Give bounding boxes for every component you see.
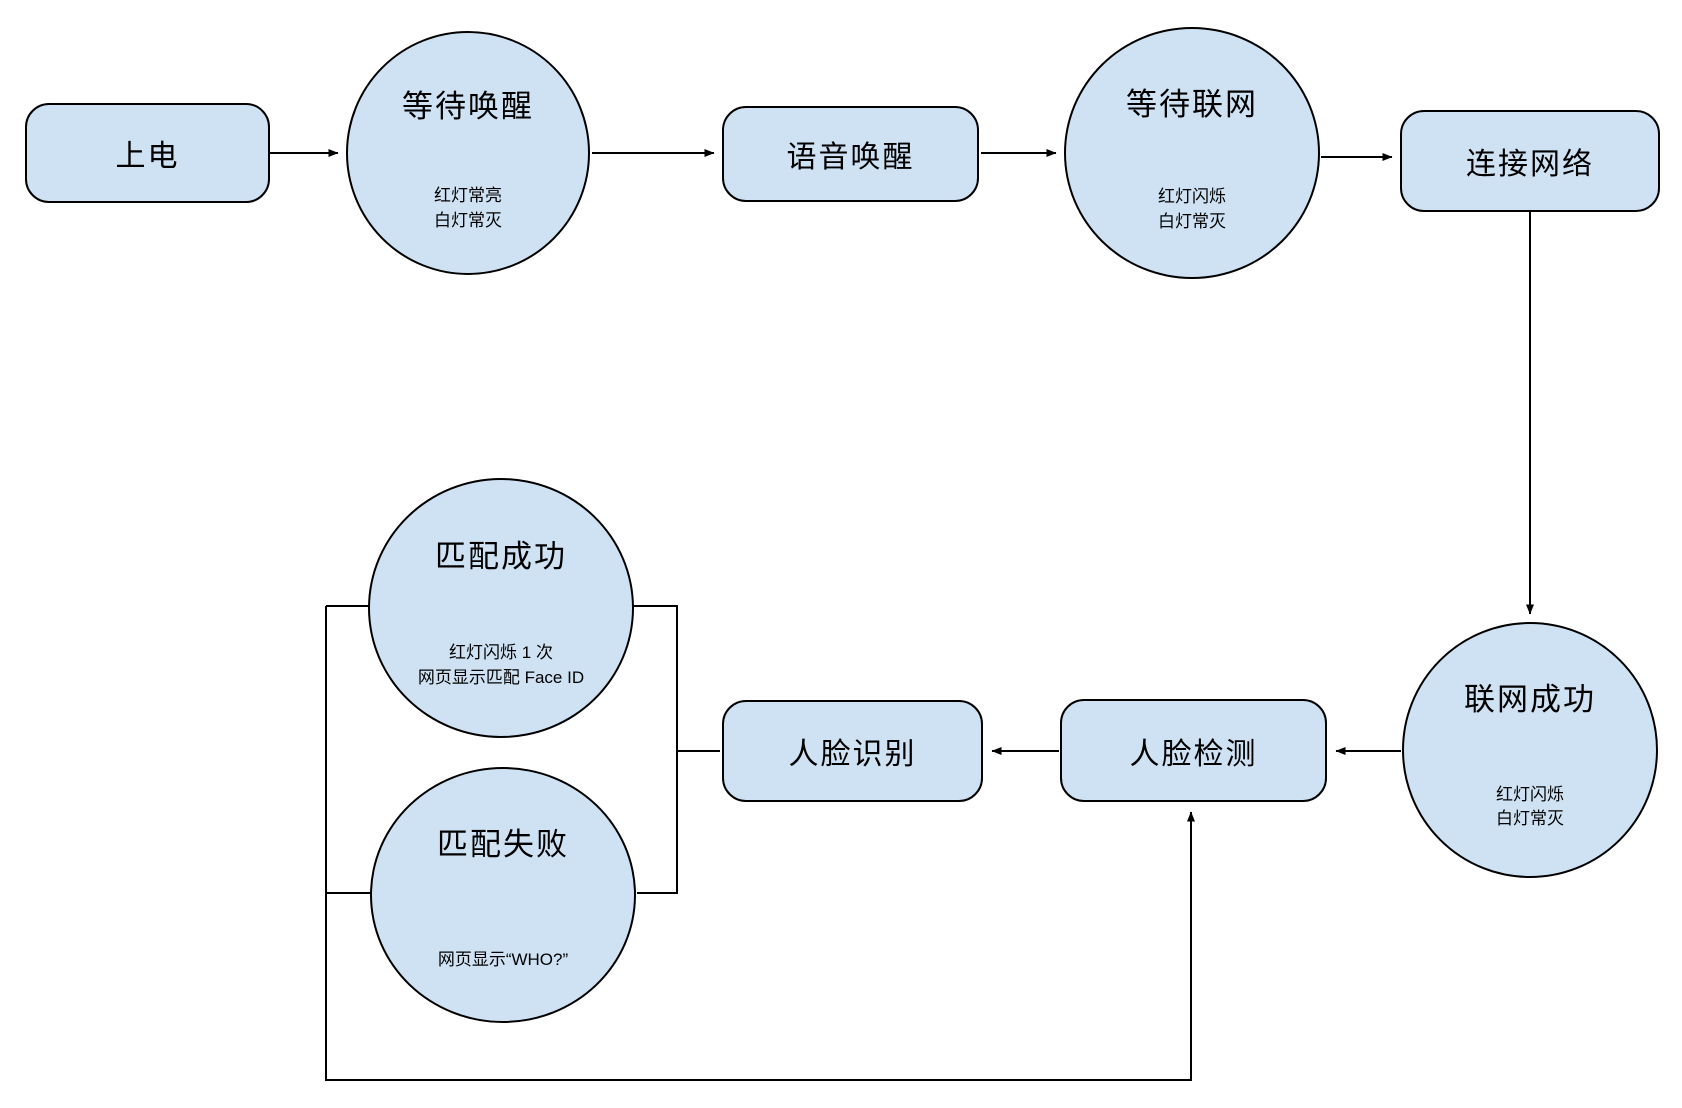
- node-match-fail-status: 网页显示“WHO?”: [372, 948, 634, 973]
- loop-back-to-facedetect: [325, 606, 1195, 1081]
- node-match-success-title: 匹配成功: [435, 539, 567, 575]
- node-network-success-status: 红灯闪烁 白灯常灭: [1404, 783, 1656, 832]
- node-connect-network: 连接网络: [1400, 110, 1660, 212]
- node-wait-wake-status: 红灯常亮 白灯常灭: [348, 184, 588, 233]
- status-line: 白灯常灭: [1496, 809, 1564, 829]
- status-line: 红灯闪烁: [1158, 187, 1226, 207]
- status-line: 白灯常灭: [1158, 211, 1226, 231]
- status-line: 红灯闪烁 1 次: [449, 643, 553, 663]
- bracket-matchsuccess-right: [633, 605, 678, 894]
- node-wait-network-title: 等待联网: [1126, 86, 1258, 122]
- node-match-fail: 匹配失败 网页显示“WHO?”: [370, 767, 636, 1023]
- node-wait-network-status: 红灯闪烁 白灯常灭: [1066, 185, 1318, 234]
- node-wait-wake: 等待唤醒 红灯常亮 白灯常灭: [346, 31, 590, 275]
- status-line: 红灯常亮: [434, 186, 502, 206]
- node-voice-wake-label: 语音唤醒: [786, 141, 915, 174]
- node-face-detect: 人脸检测: [1060, 699, 1327, 802]
- node-face-detect-label: 人脸检测: [1129, 737, 1258, 771]
- node-power-on: 上电: [25, 103, 270, 203]
- node-network-success-title: 联网成功: [1464, 682, 1596, 718]
- node-wait-network: 等待联网 红灯闪烁 白灯常灭: [1064, 27, 1320, 279]
- node-match-fail-title: 匹配失败: [437, 827, 569, 863]
- status-line: 网页显示“WHO?”: [437, 949, 569, 969]
- status-line: 红灯闪烁: [1496, 784, 1564, 804]
- status-line: 网页显示匹配 Face ID: [417, 667, 585, 687]
- node-network-success: 联网成功 红灯闪烁 白灯常灭: [1402, 622, 1658, 878]
- node-face-recognize-label: 人脸识别: [788, 738, 917, 771]
- status-line: 白灯常灭: [434, 210, 502, 230]
- node-power-on-label: 上电: [115, 140, 180, 173]
- node-connect-network-label: 连接网络: [1466, 148, 1594, 181]
- node-voice-wake: 语音唤醒: [722, 106, 979, 202]
- node-wait-wake-title: 等待唤醒: [402, 89, 534, 124]
- node-match-success-status: 红灯闪烁 1 次 网页显示匹配 Face ID: [370, 641, 632, 690]
- node-face-recognize: 人脸识别: [722, 700, 983, 802]
- node-match-success: 匹配成功 红灯闪烁 1 次 网页显示匹配 Face ID: [368, 478, 634, 738]
